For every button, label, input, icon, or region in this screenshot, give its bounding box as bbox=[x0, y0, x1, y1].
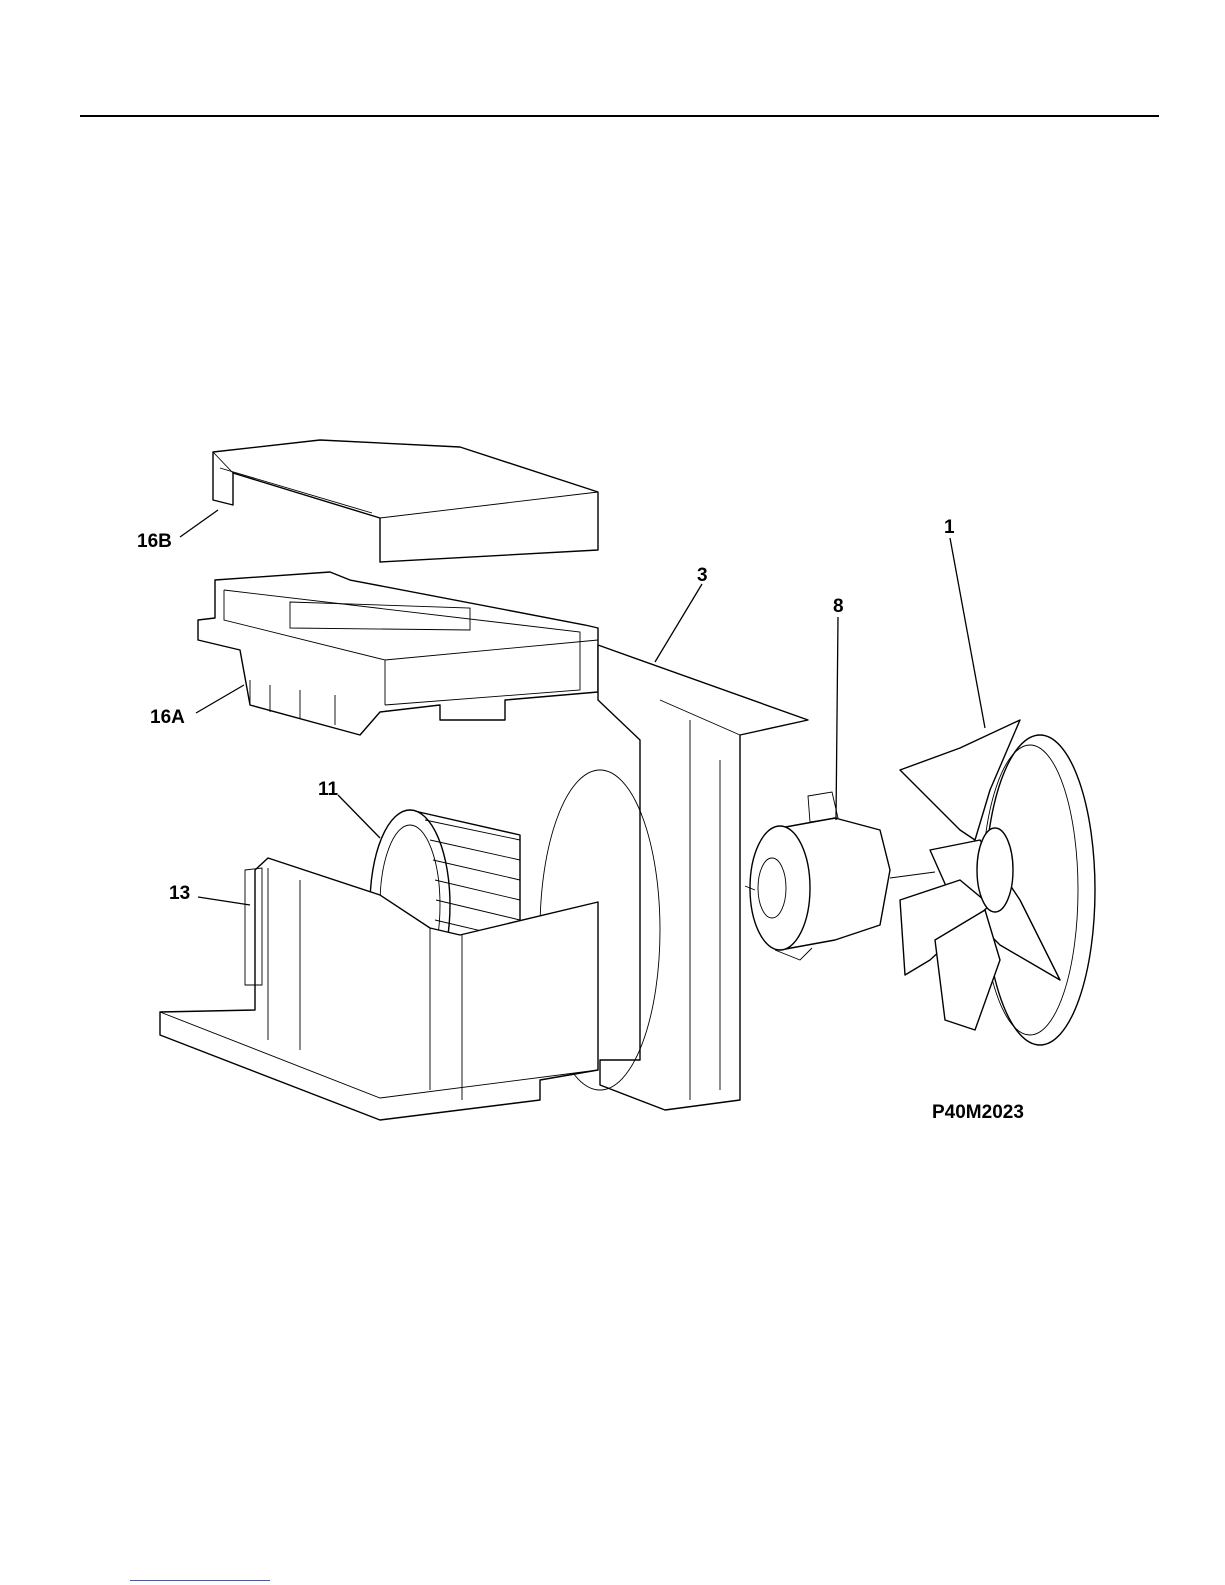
leader-8 bbox=[836, 617, 838, 820]
leader-16a bbox=[196, 685, 244, 713]
leader-3 bbox=[655, 584, 702, 662]
leader-16b bbox=[180, 510, 218, 537]
callout-8: 8 bbox=[833, 596, 844, 617]
callout-16b: 16B bbox=[137, 531, 172, 552]
drawing-code: P40M2023 bbox=[932, 1102, 1024, 1123]
leader-1 bbox=[950, 538, 985, 728]
lower-base-part-13 bbox=[160, 858, 598, 1120]
leader-13 bbox=[198, 897, 250, 905]
axial-fan-part-1 bbox=[900, 720, 1095, 1045]
footer-link-underline bbox=[130, 1580, 270, 1581]
callout-1: 1 bbox=[944, 517, 955, 538]
callout-13: 13 bbox=[169, 883, 190, 904]
callout-11: 11 bbox=[318, 779, 339, 800]
leader-11 bbox=[338, 795, 380, 838]
callout-3: 3 bbox=[697, 565, 708, 586]
upper-housing-part-16a bbox=[198, 572, 598, 735]
callout-16a: 16A bbox=[150, 707, 185, 728]
top-cover-part-16b bbox=[213, 440, 598, 562]
